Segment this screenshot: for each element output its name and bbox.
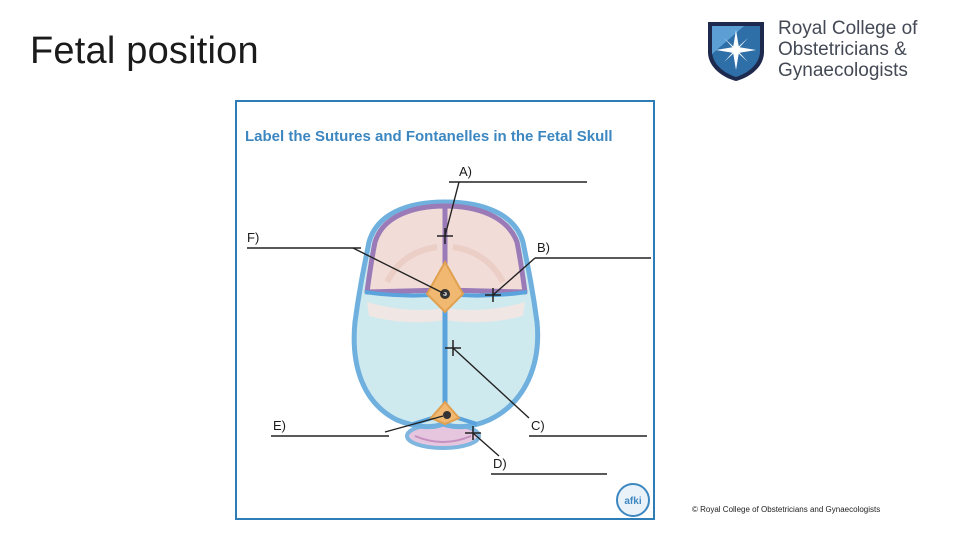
label-e: E) — [273, 418, 286, 433]
fetal-skull-diagram: Label the Sutures and Fontanelles in the… — [235, 100, 655, 520]
logo-line: Royal College of — [778, 18, 918, 39]
label-d: D) — [493, 456, 507, 471]
label-a: A) — [459, 164, 472, 179]
anterior-fontanelle — [425, 259, 465, 314]
label-b: B) — [537, 240, 550, 255]
copyright-notice: © Royal College of Obstetricians and Gyn… — [692, 505, 881, 514]
star-shield-icon — [708, 22, 764, 81]
afki-badge-icon: afki — [616, 483, 650, 517]
left-frontal-bone — [364, 203, 448, 295]
right-frontal-bone — [442, 203, 528, 295]
logo-line: Gynaecologists — [778, 60, 908, 81]
label-c: C) — [531, 418, 545, 433]
logo-wordmark: Royal College of Obstetricians & Gynaeco… — [778, 18, 944, 81]
label-f: F) — [247, 230, 260, 245]
logo-line: Obstetricians & — [778, 39, 907, 60]
rcog-logo: Royal College of Obstetricians & Gynaeco… — [704, 16, 944, 86]
skull-drawing — [247, 181, 651, 475]
slide-title: Fetal position — [30, 30, 259, 72]
diagram-heading: Label the Sutures and Fontanelles in the… — [245, 128, 613, 145]
afki-badge-text: afki — [624, 496, 641, 507]
leader-lines — [247, 181, 651, 475]
